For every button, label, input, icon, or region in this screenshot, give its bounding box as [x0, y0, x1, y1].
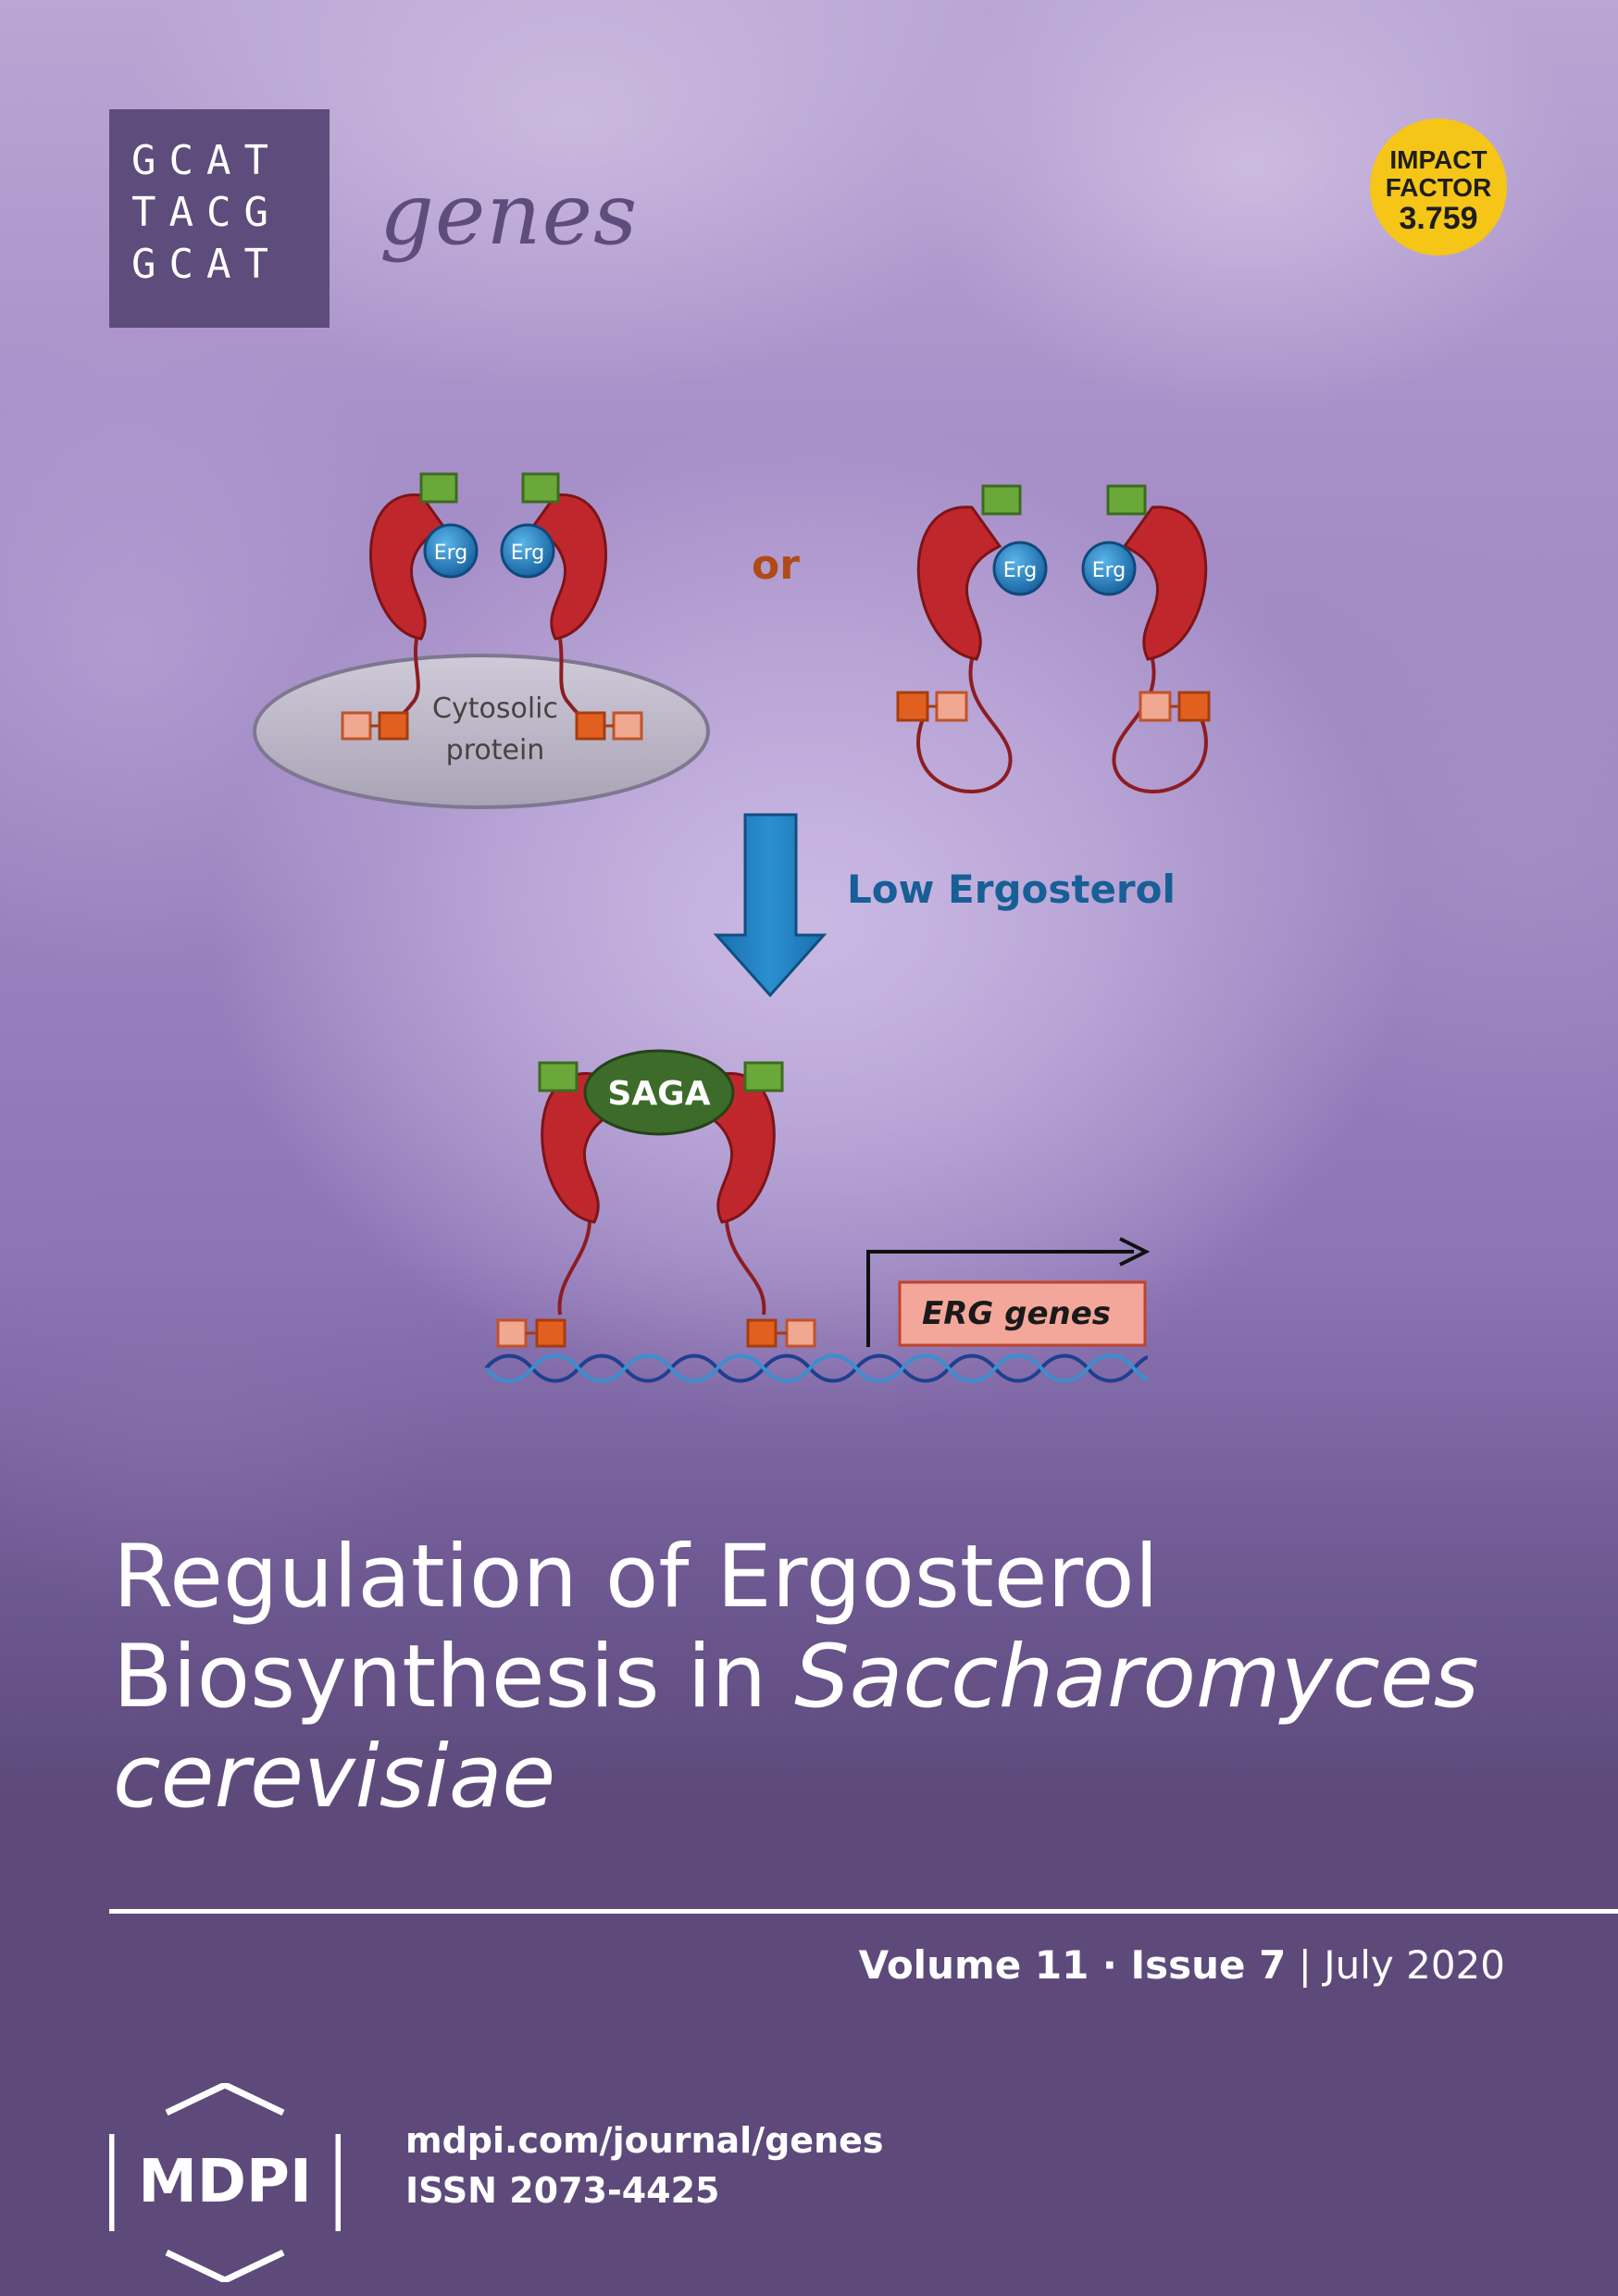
issue-separator: ·: [1089, 1942, 1131, 1988]
factor-label: FACTOR: [1385, 173, 1492, 202]
erg-ligand-3: [992, 541, 1048, 596]
erg-ligand-4: [1081, 541, 1137, 596]
mdpi-wordmark: MDPI: [138, 2148, 312, 2216]
erg-label: Erg: [1003, 559, 1038, 582]
issue-info: Volume 11 · Issue 7 | July 2020: [859, 1942, 1505, 1988]
logo-row: TACG: [131, 189, 281, 236]
volume-label: Volume 11: [858, 1942, 1089, 1988]
or-label: or: [752, 542, 800, 589]
title-line-1: Regulation of Ergosterol: [113, 1527, 1159, 1628]
cytosolic-label-line2: protein: [446, 734, 545, 767]
cytosolic-label-line1: Cytosolic: [432, 693, 558, 725]
mdpi-logo: MDPI: [109, 2083, 341, 2282]
issue-number: Issue 7: [1130, 1942, 1287, 1988]
title-line-3-italic: cerevisiae: [113, 1727, 556, 1828]
erg-label: Erg: [434, 542, 468, 565]
title-divider: [109, 1909, 1618, 1914]
dna-helix: [484, 1354, 1149, 1383]
erg-ligand-2: [500, 523, 555, 579]
title-line-2-plain: Biosynthesis in: [113, 1627, 795, 1728]
impact-value: 3.759: [1399, 201, 1478, 236]
erg-genes-box: [898, 1280, 1147, 1347]
mechanism-diagram: Cytosolic protein Erg Erg or: [253, 472, 1211, 1383]
logo-row: GCAT: [131, 137, 281, 184]
cytosolic-protein-oval: [253, 654, 710, 809]
erg-label: Erg: [1092, 559, 1126, 582]
erg-ligand-1: [423, 523, 479, 579]
low-ergosterol-label: Low Ergosterol: [847, 867, 1176, 912]
saga-complex: [583, 1049, 735, 1136]
transcription-arrowhead: [1119, 1237, 1151, 1267]
erg-label: Erg: [511, 542, 545, 565]
logo-row: GCAT: [131, 241, 281, 288]
erg-genes-label: ERG genes: [922, 1295, 1111, 1332]
cover-figure: Cytosolic protein Erg Erg or: [213, 417, 1416, 1435]
protein-right-a: [896, 484, 1022, 793]
down-arrow: [713, 813, 828, 998]
journal-issn: ISSN 2073-4425: [405, 2170, 720, 2211]
issue-date: July 2020: [1324, 1942, 1505, 1988]
impact-label: IMPACT: [1389, 145, 1487, 174]
journal-footer: mdpi.com/journal/genes ISSN 2073-4425: [405, 2115, 884, 2215]
transcription-arrow: [866, 1250, 1134, 1347]
journal-name: genes: [380, 165, 639, 264]
saga-label: SAGA: [607, 1075, 710, 1113]
protein-left-b: [521, 472, 643, 741]
journal-logo: GCAT TACG GCAT: [109, 109, 330, 328]
impact-factor-badge: IMPACT FACTOR 3.759: [1370, 119, 1507, 256]
issue-divider: |: [1286, 1942, 1325, 1988]
protein-right-b: [1106, 484, 1211, 793]
title-line-2-italic: Saccharomyces: [794, 1627, 1479, 1728]
article-title: Regulation of Ergosterol Biosynthesis in…: [113, 1528, 1575, 1828]
protein-left-a: [341, 472, 458, 741]
journal-url[interactable]: mdpi.com/journal/genes: [405, 2120, 884, 2161]
